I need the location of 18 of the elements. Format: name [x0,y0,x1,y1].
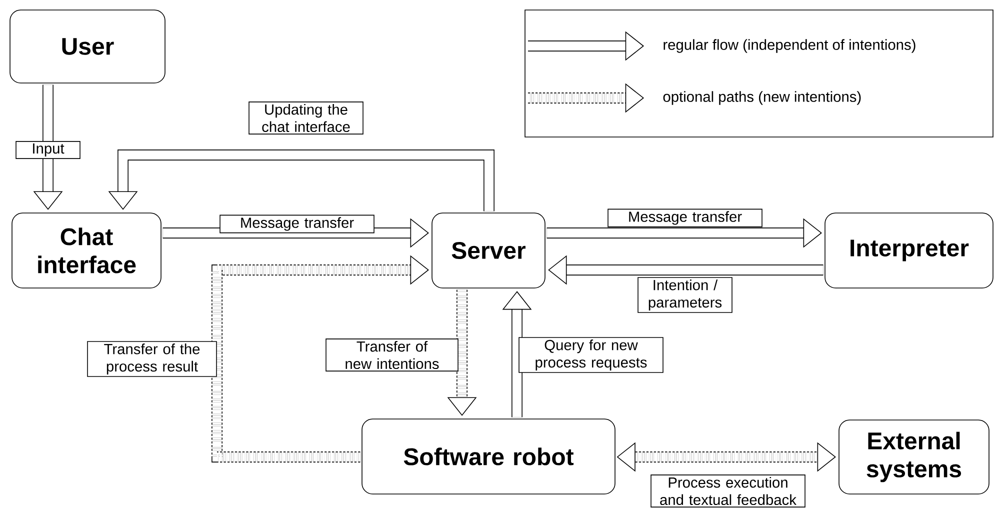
edge-label: Transfer of the process result [87,341,217,377]
process-box: Interpreter [824,212,994,288]
process-box: Software robot [362,418,616,494]
edge-label: Transfer of new intentions [326,338,458,372]
legend-label: optional paths (new intentions) [663,91,861,105]
legend-label: regular flow (independent of intentions) [664,39,916,53]
process-box: External systems [838,420,990,494]
edge-label: Message transfer [220,214,374,234]
process-box: Server [432,212,546,288]
process-box: Chat interface [12,212,162,288]
edge-label: Intention / parameters [638,277,732,313]
edge-label: Query for new process requests [518,337,664,373]
arrow [212,255,429,462]
edge-label: Process execution and textual feedback [650,474,806,508]
edge-label: Message transfer [608,208,762,228]
edge-label: Updating the chat interface [248,102,364,134]
process-box: User [10,10,166,84]
edge-label: Input [16,141,80,159]
